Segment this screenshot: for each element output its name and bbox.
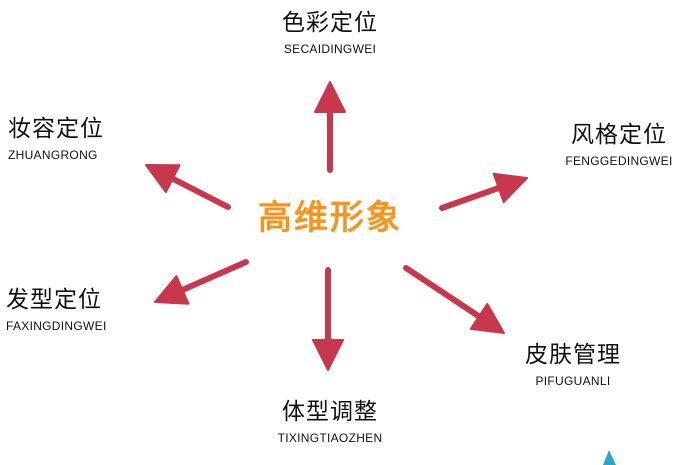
node-style-positioning: 风格定位 FENGGEDINGWEI bbox=[548, 120, 690, 169]
arrow-to-style-positioning bbox=[439, 172, 528, 211]
node-label-pinyin: FENGGEDINGWEI bbox=[565, 154, 673, 168]
arrow-head bbox=[314, 81, 346, 113]
arrow-head bbox=[154, 275, 190, 305]
center-title: 高维形象 bbox=[258, 198, 402, 238]
node-color-positioning: 色彩定位 SECAIDINGWEI bbox=[250, 8, 410, 57]
node-skin-management: 皮肤管理 PIFUGUANLI bbox=[498, 340, 648, 389]
arrows-group bbox=[145, 81, 528, 371]
node-label-cn: 发型定位 bbox=[6, 287, 102, 313]
node-label-cn: 皮肤管理 bbox=[525, 342, 621, 368]
node-label-pinyin: TIXINGTIAOZHEN bbox=[277, 431, 383, 445]
arrow-head bbox=[312, 339, 344, 371]
node-body-shape-adjustment: 体型调整 TIXINGTIAOZHEN bbox=[250, 397, 410, 446]
node-label-pinyin: PIFUGUANLI bbox=[535, 374, 611, 388]
arrow-shaft bbox=[167, 174, 231, 210]
corner-triangle-icon bbox=[603, 450, 616, 465]
node-label-cn: 体型调整 bbox=[282, 399, 378, 425]
arrow-to-skin-management bbox=[403, 265, 505, 334]
arrow-head bbox=[492, 172, 528, 204]
node-label-pinyin: FAXINGDINGWEI bbox=[6, 319, 107, 333]
arrow-head bbox=[145, 164, 181, 193]
arrow-head bbox=[469, 302, 505, 334]
node-label-pinyin: ZHUANGRONG bbox=[8, 148, 98, 162]
arrow-shaft bbox=[177, 259, 249, 294]
arrow-to-hairstyle-positioning bbox=[154, 259, 249, 305]
node-label-pinyin: SECAIDINGWEI bbox=[283, 42, 377, 56]
arrow-to-body-shape-adjustment bbox=[312, 267, 344, 371]
node-hairstyle-positioning: 发型定位 FAXINGDINGWEI bbox=[6, 285, 146, 334]
arrow-to-color-positioning bbox=[314, 81, 346, 173]
arrow-shaft bbox=[403, 265, 484, 321]
arrow-shaft bbox=[439, 184, 504, 211]
node-label-cn: 风格定位 bbox=[571, 122, 667, 148]
arrow-to-makeup-positioning bbox=[145, 164, 231, 210]
node-label-cn: 色彩定位 bbox=[282, 10, 378, 36]
node-label-cn: 妆容定位 bbox=[8, 116, 104, 142]
node-makeup-positioning: 妆容定位 ZHUANGRONG bbox=[8, 114, 138, 163]
